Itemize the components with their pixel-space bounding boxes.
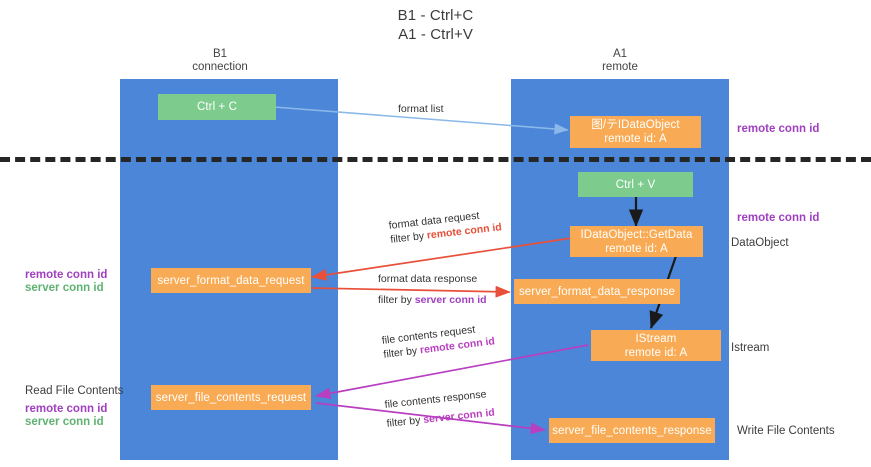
annotation-left-read-file-contents: Read File Contents bbox=[25, 385, 124, 397]
node-ctrl-v-label: Ctrl + V bbox=[615, 178, 656, 191]
node-idataobject-top[interactable]: 图/テIDataObject remote id: A bbox=[570, 116, 701, 148]
edge-label-format-data-response: format data response filter by server co… bbox=[378, 272, 487, 307]
node-ctrl-c-label: Ctrl + C bbox=[196, 101, 238, 113]
node-server-file-contents-response[interactable]: server_file_contents_response bbox=[549, 418, 715, 443]
node-istream-sub: remote id: A bbox=[624, 346, 688, 359]
edge-label-file-contents-response: file contents response filter by server … bbox=[384, 387, 495, 431]
node-getdata-sub: remote id: A bbox=[605, 242, 668, 255]
annotation-right-dataobject: DataObject bbox=[731, 237, 789, 249]
edge-label-fdreq-prefix: filter by bbox=[389, 229, 428, 246]
annotation-right-remote-conn-id-mid: remote conn id bbox=[737, 212, 820, 224]
annotation-left-remote-conn-id-bot: remote conn id bbox=[25, 403, 108, 415]
node-server-format-data-response-label: server_format_data_response bbox=[518, 285, 676, 298]
node-idataobject-getdata[interactable]: IDataObject::GetData remote id: A bbox=[570, 226, 703, 257]
node-idataobject-top-label: 图/テIDataObject bbox=[591, 119, 680, 131]
edge-label-fdresp-prefix: filter by bbox=[378, 294, 415, 306]
node-server-file-contents-request-label: server_file_contents_request bbox=[155, 391, 307, 404]
column-b1-name: B1 bbox=[212, 48, 228, 60]
edge-label-format-data-response-line1: format data response bbox=[378, 273, 478, 285]
column-a1-sub: remote bbox=[602, 61, 638, 73]
node-server-format-data-request-label: server_format_data_request bbox=[157, 274, 305, 287]
annotation-left-remote-conn-id-mid: remote conn id bbox=[25, 269, 108, 281]
column-b1-sub: connection bbox=[192, 61, 248, 73]
edge-label-format-list: format list bbox=[398, 102, 444, 116]
node-server-format-data-response[interactable]: server_format_data_response bbox=[514, 279, 680, 304]
edge-label-format-data-request: format data request filter by remote con… bbox=[388, 206, 502, 247]
annotation-right-remote-conn-id-top: remote conn id bbox=[737, 123, 820, 135]
node-ctrl-c[interactable]: Ctrl + C bbox=[158, 94, 276, 120]
annotation-right-istream: Istream bbox=[731, 342, 770, 354]
edge-label-format-list-line1: format list bbox=[398, 103, 444, 115]
node-server-format-data-request[interactable]: server_format_data_request bbox=[151, 268, 311, 293]
column-a1-name: A1 bbox=[612, 48, 628, 60]
node-server-file-contents-request[interactable]: server_file_contents_request bbox=[151, 385, 311, 410]
node-ctrl-v[interactable]: Ctrl + V bbox=[578, 172, 693, 197]
edge-label-fcresp-highlight: server conn id bbox=[422, 406, 496, 426]
edge-label-fcresp-prefix: filter by bbox=[386, 414, 424, 430]
phase-divider bbox=[0, 157, 871, 162]
node-idataobject-top-sub: remote id: A bbox=[604, 133, 667, 145]
annotation-left-server-conn-id-mid: server conn id bbox=[25, 282, 104, 294]
title-line-1: B1 - Ctrl+C bbox=[397, 7, 474, 24]
edge-label-format-data-response-line2: filter by server conn id bbox=[378, 293, 487, 307]
node-server-file-contents-response-label: server_file_contents_response bbox=[552, 424, 712, 437]
annotation-left-server-conn-id-bot: server conn id bbox=[25, 416, 104, 428]
annotation-right-write-file-contents: Write File Contents bbox=[737, 425, 835, 437]
edge-label-fdresp-highlight: server conn id bbox=[414, 294, 487, 306]
edge-label-file-contents-request: file contents request filter by remote c… bbox=[381, 320, 496, 361]
node-istream-label: IStream bbox=[635, 332, 677, 345]
title-line-2: A1 - Ctrl+V bbox=[398, 26, 473, 43]
node-getdata-label: IDataObject::GetData bbox=[580, 228, 693, 241]
column-caption-b1: B1 connection bbox=[155, 48, 285, 74]
edge-label-fcreq-prefix: filter by bbox=[382, 344, 421, 361]
column-caption-a1: A1 remote bbox=[555, 48, 685, 74]
diagram-title: B1 - Ctrl+C A1 - Ctrl+V bbox=[0, 6, 871, 44]
node-istream[interactable]: IStream remote id: A bbox=[591, 330, 721, 361]
